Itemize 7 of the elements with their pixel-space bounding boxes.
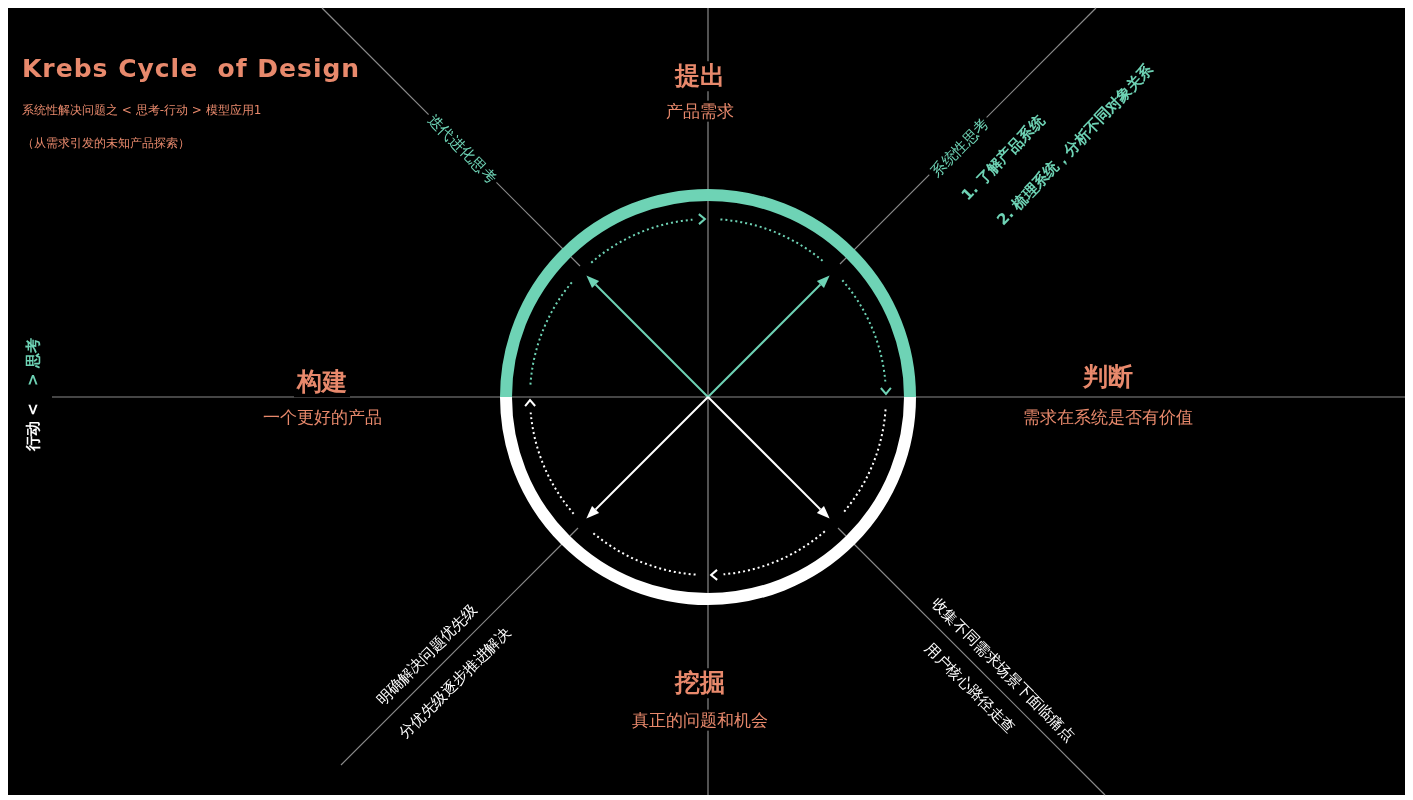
- stage-heading: 判断: [1080, 362, 1136, 392]
- stage-heading: 构建: [294, 367, 350, 397]
- stage-description: 真正的问题和机会: [629, 709, 771, 731]
- stage-description: 产品需求: [663, 100, 737, 122]
- subtitle-note: （从需求引发的未知产品探索）: [22, 137, 190, 151]
- subtitle: 系统性解决问题之 < 思考-行动 > 模型应用1: [22, 104, 262, 118]
- title: Krebs Cycle of Design: [22, 55, 361, 83]
